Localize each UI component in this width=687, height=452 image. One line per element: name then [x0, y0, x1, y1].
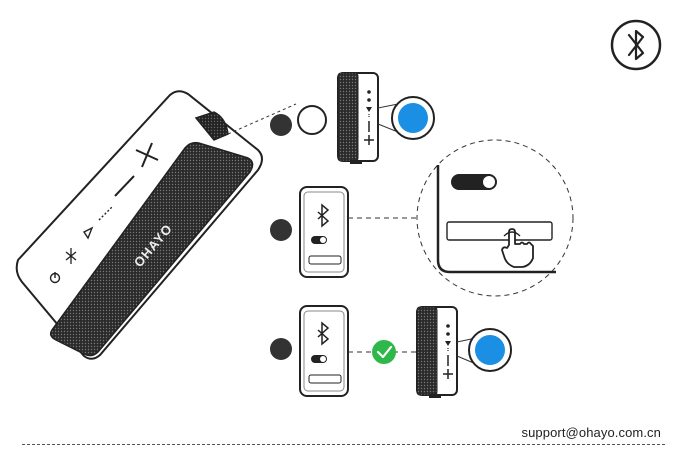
toggle-switch-icon — [451, 174, 497, 190]
step-marker — [270, 114, 292, 136]
step-3 — [270, 306, 511, 398]
step-marker — [270, 338, 292, 360]
bluetooth-icon — [612, 21, 660, 69]
step-1 — [270, 73, 434, 164]
step-2 — [270, 140, 573, 296]
toggle-switch-icon — [311, 355, 327, 363]
support-email[interactable]: support@ohayo.com.cn — [522, 425, 662, 440]
toggle-switch-icon — [311, 236, 327, 244]
footer-divider — [22, 444, 665, 445]
check-icon — [372, 340, 396, 364]
press-indicator-empty — [298, 106, 326, 134]
main-speaker: OHAYO — [17, 91, 262, 359]
step-marker — [270, 219, 292, 241]
device-list-item — [447, 222, 552, 240]
